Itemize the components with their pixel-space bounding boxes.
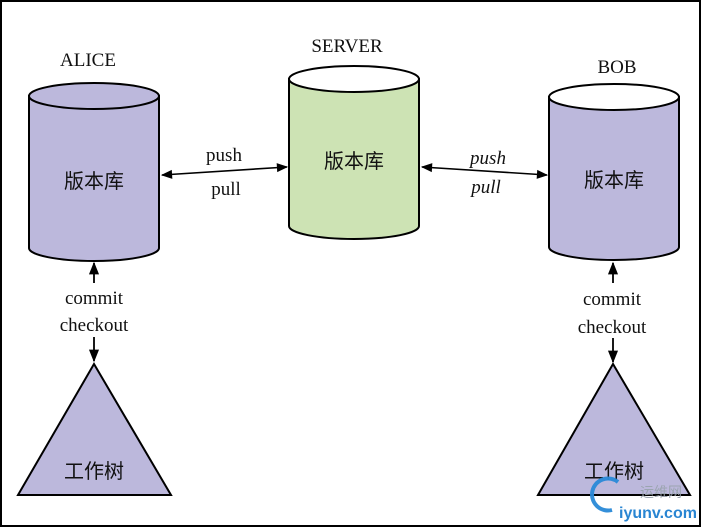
server-repo-body [288,78,420,240]
alice-server-pull-label: pull [211,179,241,200]
alice-repo-body [28,95,160,262]
watermark-en: iyunv.com [619,505,697,522]
watermark-logo: 运维网 iyunv.com [590,476,697,522]
alice-repo-top [28,82,160,110]
server-title: SERVER [311,36,383,57]
server-repo-top [288,65,420,93]
alice-worktree-label: 工作树 [64,459,124,483]
alice-checkout-label: checkout [60,315,129,336]
server-repo-cylinder: 版本库 [288,65,420,240]
alice-server-arrow [160,163,289,179]
watermark-cn: 运维网 [640,484,682,500]
bob-worktree-shape [536,362,692,496]
server-bob-pull-label: pull [469,177,501,198]
server-repo-label: 版本库 [324,149,384,173]
bob-worktree-triangle: 工作树 [536,362,692,496]
bob-checkout-label: checkout [578,317,647,338]
bob-title: BOB [597,57,636,78]
alice-repo-label: 版本库 [64,169,124,193]
alice-server-push-label: push [206,145,242,166]
bob-repo-label: 版本库 [584,168,644,192]
alice-title: ALICE [60,50,116,71]
bob-repo-body [548,96,680,261]
alice-worktree-triangle: 工作树 [16,362,173,496]
alice-worktree-shape [16,362,173,496]
server-bob-arrow [420,163,549,179]
bob-commit-label: commit [583,289,642,310]
server-bob-push-label: push [468,148,506,169]
bob-repo-cylinder: 版本库 [548,83,680,261]
alice-repo-cylinder: 版本库 [28,82,160,262]
alice-commit-label: commit [65,288,124,309]
bob-repo-top [548,83,680,111]
watermark-swirl-icon [590,476,620,513]
